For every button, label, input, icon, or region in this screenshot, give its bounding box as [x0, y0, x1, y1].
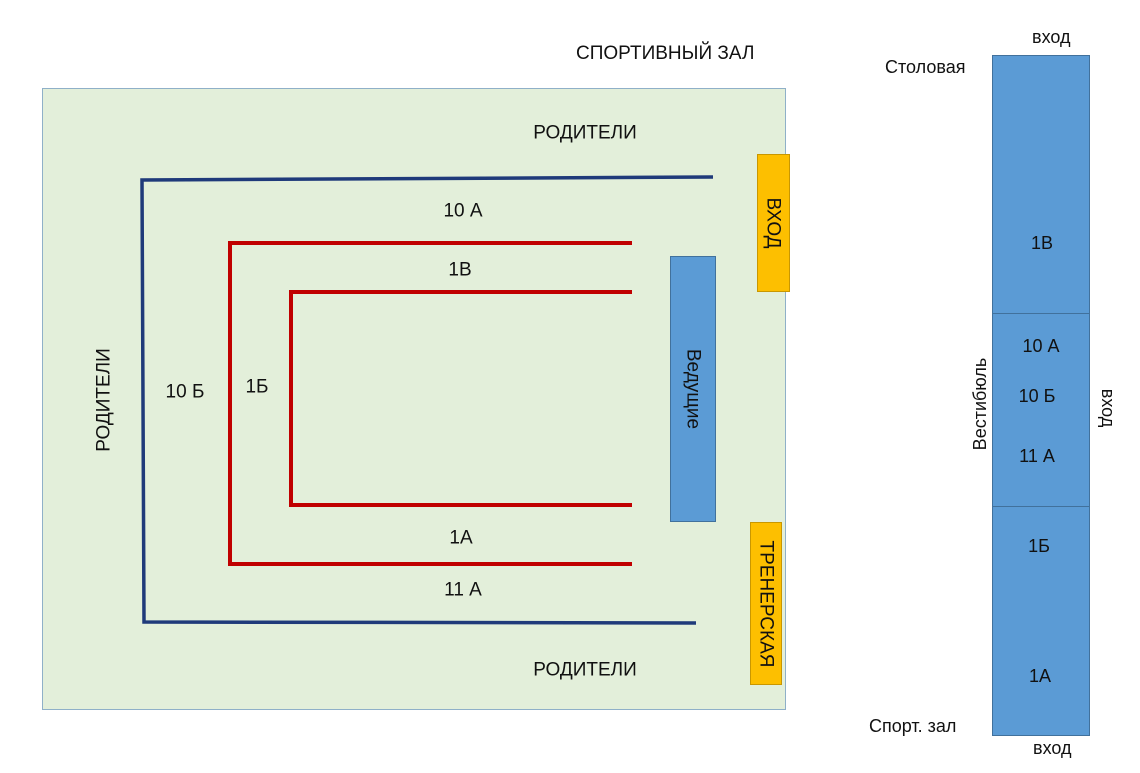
row-label-1b: 1Б: [245, 376, 269, 398]
parents-left-label: РОДИТЕЛИ: [93, 348, 115, 452]
corridor-entrance-top-label: вход: [1032, 27, 1071, 47]
corridor-entrance-right-label: вход: [1098, 388, 1118, 428]
parents-top-label: РОДИТЕЛИ: [533, 122, 637, 144]
sport-hall-label: Спорт. зал: [869, 716, 957, 736]
row-label-1v: 1В: [448, 259, 472, 281]
entrance-label: ВХОД: [762, 197, 784, 249]
hosts-label: Ведущие: [682, 348, 704, 430]
corridor-block: [992, 55, 1090, 736]
corridor-class-10a: 10 А: [1022, 336, 1060, 356]
coach-room-box: [750, 522, 782, 685]
gym-title: СПОРТИВНЫЙ ЗАЛ: [576, 43, 755, 64]
row-label-10a: 10 А: [443, 200, 483, 222]
coach-room-label: ТРЕНЕРСКАЯ: [755, 540, 777, 668]
parents-bottom-label: РОДИТЕЛИ: [533, 659, 637, 681]
corridor-class-11a: 11 А: [1019, 446, 1055, 466]
entrance-box: [757, 154, 790, 292]
row-label-10b: 10 Б: [165, 381, 205, 403]
corridor-divider-lower: [992, 506, 1090, 507]
corridor-class-1b: 1Б: [1028, 536, 1050, 556]
corridor-class-1v: 1В: [1030, 233, 1054, 253]
canteen-label: Столовая: [885, 57, 966, 77]
corridor-class-1a: 1А: [1028, 666, 1052, 686]
vestibule-label: Вестибюль: [970, 357, 990, 451]
corridor-entrance-bottom-label: вход: [1033, 738, 1072, 758]
corridor-divider-upper: [992, 313, 1090, 314]
hosts-box: [670, 256, 716, 522]
corridor-class-10b: 10 Б: [1018, 386, 1056, 406]
row-label-1a: 1А: [449, 527, 473, 549]
row-label-11a: 11 А: [444, 579, 482, 601]
